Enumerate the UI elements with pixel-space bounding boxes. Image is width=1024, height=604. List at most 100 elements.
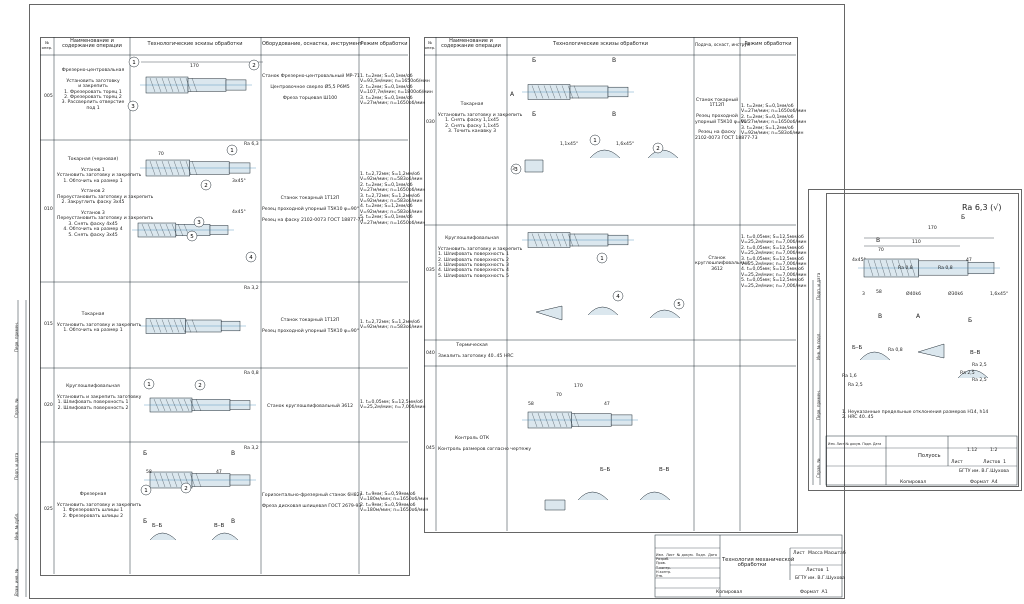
shaft-drawing-main-hatch xyxy=(885,259,892,277)
op-020-equip: Станок круглошлифовальный 3612 xyxy=(266,404,354,409)
op-030-equip: Станок токарный 1Т12П Резец проходной уп… xyxy=(695,98,758,141)
shaft-sketch-025-hatch xyxy=(189,472,196,488)
roughness-label: Ra 6,3 xyxy=(244,142,259,147)
shaft-drawing-main-hatch xyxy=(903,259,910,277)
shaft-sketch-045-hatch xyxy=(561,412,568,428)
callout-number: 4 xyxy=(249,255,253,261)
callout-balloon xyxy=(143,378,155,390)
op-040-num: 040 xyxy=(426,351,435,356)
mid-sheet-col: Лист xyxy=(793,551,805,556)
section-letter: Б xyxy=(143,450,148,457)
right-tb-rows: Изм. Лист № докум. Подп. Дата xyxy=(828,442,882,446)
shaft-sketch-015-hatch xyxy=(149,319,156,333)
left-header-modes: Режим обработки xyxy=(360,41,408,47)
shaft-sketch-010a-hatch xyxy=(179,160,186,176)
roughness-label: Ra 3,2 xyxy=(244,286,259,291)
callout-balloon xyxy=(245,251,257,263)
section-letter: Б xyxy=(532,111,537,118)
section-vv-030 xyxy=(647,149,679,159)
callout-balloon xyxy=(180,482,192,494)
shaft-sketch-015-hatch xyxy=(191,319,198,333)
callout-balloon xyxy=(612,290,624,302)
shaft-drawing-main-hatch xyxy=(873,259,880,277)
section-bb-drawing xyxy=(859,351,891,361)
shaft-sketch-010a-hatch xyxy=(155,160,162,176)
callout-balloon xyxy=(127,100,139,112)
shaft-sketch-030-hatch xyxy=(531,85,538,99)
callout-number: 2 xyxy=(252,63,256,69)
shaft-sketch-025-hatch xyxy=(165,472,172,488)
dimension-text: Ø40k6 xyxy=(906,292,922,297)
callout-number: 1 xyxy=(593,138,597,144)
section-vv-drawing xyxy=(957,369,989,379)
shaft-sketch-020-hatch xyxy=(171,398,178,412)
section-letter: В xyxy=(876,237,881,244)
section-letter: Б xyxy=(961,214,966,221)
section-letter: А xyxy=(510,91,515,98)
op-020-num: 020 xyxy=(44,403,53,408)
op-025-equip: Горизонтально-фрезерный станок 6Н82г Фре… xyxy=(262,493,363,509)
callout-number: 3 xyxy=(131,104,135,110)
section-bb-035 xyxy=(587,306,619,316)
shaft-sketch-035-hatch xyxy=(573,233,580,247)
shaft-sketch-010b-hatch xyxy=(159,223,166,237)
dimension-text: 170 xyxy=(574,384,583,389)
roughness-label: Ra 0,8 xyxy=(888,348,903,353)
section-letter: Б xyxy=(532,57,537,64)
dimension-text: 3х45° xyxy=(232,179,246,184)
callout-balloon xyxy=(193,216,205,228)
section-title: Б–Б xyxy=(152,523,163,529)
section-bb-045 xyxy=(577,491,609,501)
shaft-sketch-005-hatch xyxy=(149,77,156,93)
section-vv-035 xyxy=(649,309,681,319)
mid-format: Формат А1 xyxy=(800,590,828,595)
title-block-right xyxy=(825,435,1018,486)
mid-title: Технология механической обработки xyxy=(722,557,795,569)
shaft-drawing-main-hatch xyxy=(867,259,874,277)
op-025-num: 025 xyxy=(44,507,53,512)
op-005-equip: Станок Фрезерно-центровальный МР-71 Цент… xyxy=(262,74,360,101)
dimension-text: 3 xyxy=(862,292,865,297)
side-stamp-label: Перв. примен. xyxy=(14,321,19,352)
detail-A-drawing xyxy=(917,343,945,359)
detail-A-030 xyxy=(524,159,544,173)
callout-number: 3 xyxy=(197,220,201,226)
section-letter: А xyxy=(916,313,921,320)
roughness-label: Ra 2,5 xyxy=(960,371,975,376)
shaft-sketch-020-hatch xyxy=(189,398,196,412)
shaft-sketch-015-hatch xyxy=(161,319,168,333)
op-030-modes: 1. t=2мм; S=0,1мм/об V=27м/мин; n=1650об… xyxy=(741,104,807,137)
shaft-sketch-005-hatch xyxy=(185,77,192,93)
op-025-name: Фрезерная Установить заготовку и закрепи… xyxy=(57,492,142,519)
op-025-modes: 1. t=9мм; S=0,59мм/об V=180м/мин; n=1650… xyxy=(360,492,429,514)
dimension-text: 1,6х45° xyxy=(990,292,1009,297)
shaft-drawing-main-hatch xyxy=(879,259,886,277)
section-bb-030 xyxy=(589,149,621,159)
dimension-text: 47 xyxy=(966,258,972,263)
op-005-name: Фрезерно-центровальная Установить загото… xyxy=(61,68,125,111)
right-part-name: Полуось xyxy=(918,453,941,459)
callout-balloon xyxy=(226,144,238,156)
right-format: Формат А4 xyxy=(970,480,998,485)
callout-balloon xyxy=(673,298,685,310)
op-015-num: 015 xyxy=(44,322,53,327)
right-org: БГТУ им. В.Г.Шухова xyxy=(959,469,1009,474)
shaft-sketch-010a-hatch xyxy=(173,160,180,176)
dimension-text: 47 xyxy=(604,402,610,407)
shaft-sketch-010b-hatch xyxy=(165,223,172,237)
middle-process-table xyxy=(424,37,798,533)
callout-number: 1 xyxy=(144,488,148,494)
detail-A-035 xyxy=(535,305,563,321)
shaft-sketch-015-hatch xyxy=(173,319,180,333)
roughness-label: Ra 0,8 xyxy=(244,371,259,376)
dimension-text: 58 xyxy=(876,290,882,295)
section-title: В–В xyxy=(214,523,225,529)
callout-number: 5 xyxy=(190,234,194,240)
shaft-sketch-020-hatch xyxy=(165,398,172,412)
shaft-sketch-045-hatch xyxy=(531,412,538,428)
op-015-equip: Станок токарный 1Т12П Резец проходной уп… xyxy=(262,318,359,334)
op-045-num: 045 xyxy=(426,446,435,451)
shaft-sketch-015-hatch xyxy=(185,319,192,333)
shaft-sketch-035-hatch xyxy=(543,233,550,247)
